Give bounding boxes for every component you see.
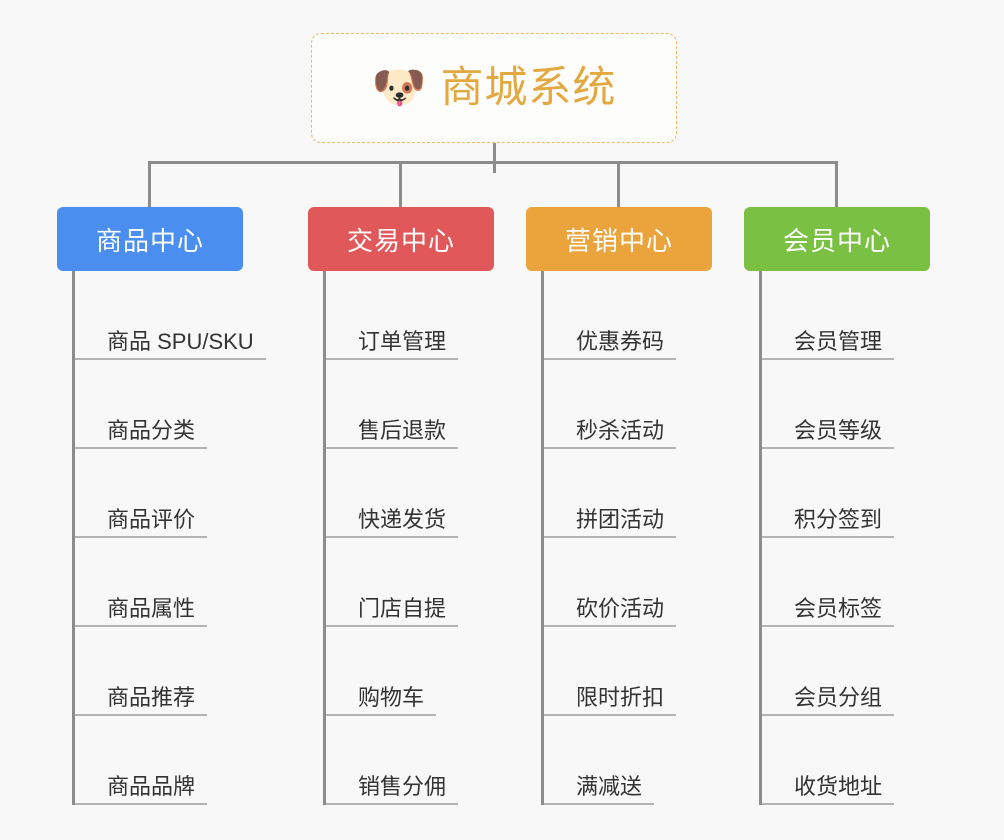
leaf-item[interactable]: 收货地址 — [762, 716, 963, 805]
root-node[interactable]: 🐶 商城系统 — [311, 33, 677, 143]
leaf-item[interactable]: 购物车 — [326, 627, 527, 716]
category-header-marketing-center[interactable]: 营销中心 — [526, 207, 712, 271]
leaf-label: 限时折扣 — [576, 684, 665, 710]
leaf-label: 积分签到 — [794, 506, 883, 532]
leaf-list-member-center: 会员管理 会员等级 积分签到 会员标签 会员分组 收货地址 — [759, 271, 963, 805]
leaf-underline — [326, 358, 458, 360]
leaf-item[interactable]: 商品品牌 — [75, 716, 309, 805]
leaf-item[interactable]: 限时折扣 — [544, 627, 745, 716]
connector-horizontal-bar — [148, 161, 838, 164]
leaf-item[interactable]: 会员标签 — [762, 538, 963, 627]
leaf-label: 会员分组 — [794, 684, 883, 710]
leaf-underline — [762, 714, 894, 716]
leaf-list-product-center: 商品 SPU/SKU 商品分类 商品评价 商品属性 商品推荐 商品品牌 — [72, 271, 309, 805]
leaf-label: 会员管理 — [794, 328, 883, 354]
leaf-item[interactable]: 商品属性 — [75, 538, 309, 627]
connector-drop-marketing-center — [617, 161, 620, 207]
leaf-underline — [762, 358, 894, 360]
leaf-label: 砍价活动 — [576, 595, 665, 621]
leaf-label: 快递发货 — [358, 506, 447, 532]
leaf-item[interactable]: 商品 SPU/SKU — [75, 271, 309, 360]
leaf-label: 售后退款 — [358, 417, 447, 443]
connector-drop-member-center — [835, 161, 838, 207]
leaf-item[interactable]: 商品推荐 — [75, 627, 309, 716]
leaf-underline — [75, 625, 207, 627]
leaf-underline — [326, 803, 458, 805]
leaf-item[interactable]: 商品评价 — [75, 449, 309, 538]
leaf-underline — [762, 625, 894, 627]
leaf-label: 收货地址 — [794, 773, 883, 799]
leaf-underline — [75, 536, 207, 538]
leaf-underline — [544, 625, 676, 627]
leaf-underline — [544, 803, 654, 805]
leaf-item[interactable]: 积分签到 — [762, 449, 963, 538]
leaf-underline — [762, 447, 894, 449]
shiba-dog-icon: 🐶 — [371, 63, 427, 112]
leaf-underline — [75, 714, 207, 716]
leaf-underline — [762, 536, 894, 538]
leaf-item[interactable]: 订单管理 — [326, 271, 527, 360]
leaf-label: 会员等级 — [794, 417, 883, 443]
connector-root-stem — [493, 143, 496, 173]
leaf-underline — [326, 714, 436, 716]
leaf-underline — [544, 536, 676, 538]
leaf-underline — [75, 447, 207, 449]
leaf-underline — [326, 447, 458, 449]
leaf-item[interactable]: 会员分组 — [762, 627, 963, 716]
leaf-underline — [75, 358, 266, 360]
category-header-product-center[interactable]: 商品中心 — [57, 207, 243, 271]
leaf-item[interactable]: 会员管理 — [762, 271, 963, 360]
leaf-item[interactable]: 满减送 — [544, 716, 745, 805]
leaf-label: 会员标签 — [794, 595, 883, 621]
branch-marketing-center: 营销中心 优惠券码 秒杀活动 拼团活动 砍价活动 限时折扣 — [526, 207, 745, 805]
leaf-label: 优惠券码 — [576, 328, 665, 354]
leaf-underline — [75, 803, 207, 805]
leaf-underline — [326, 536, 458, 538]
leaf-label: 商品品牌 — [107, 773, 196, 799]
leaf-list-trade-center: 订单管理 售后退款 快递发货 门店自提 购物车 销售分佣 — [323, 271, 527, 805]
leaf-item[interactable]: 优惠券码 — [544, 271, 745, 360]
connector-drop-product-center — [148, 161, 151, 207]
leaf-item[interactable]: 销售分佣 — [326, 716, 527, 805]
leaf-list-marketing-center: 优惠券码 秒杀活动 拼团活动 砍价活动 限时折扣 满减送 — [541, 271, 745, 805]
leaf-underline — [762, 803, 894, 805]
leaf-label: 拼团活动 — [576, 506, 665, 532]
leaf-label: 秒杀活动 — [576, 417, 665, 443]
category-header-member-center[interactable]: 会员中心 — [744, 207, 930, 271]
leaf-underline — [544, 358, 676, 360]
leaf-item[interactable]: 秒杀活动 — [544, 360, 745, 449]
leaf-item[interactable]: 售后退款 — [326, 360, 527, 449]
root-node-title: 商城系统 — [440, 63, 617, 112]
leaf-label: 商品属性 — [107, 595, 196, 621]
leaf-label: 商品评价 — [107, 506, 196, 532]
branch-product-center: 商品中心 商品 SPU/SKU 商品分类 商品评价 商品属性 商品推荐 — [57, 207, 309, 805]
leaf-underline — [326, 625, 458, 627]
leaf-label: 销售分佣 — [358, 773, 447, 799]
leaf-item[interactable]: 商品分类 — [75, 360, 309, 449]
leaf-item[interactable]: 拼团活动 — [544, 449, 745, 538]
leaf-underline — [544, 447, 676, 449]
leaf-label: 满减送 — [576, 773, 643, 799]
leaf-label: 购物车 — [358, 684, 425, 710]
leaf-item[interactable]: 快递发货 — [326, 449, 527, 538]
branch-trade-center: 交易中心 订单管理 售后退款 快递发货 门店自提 购物车 — [308, 207, 527, 805]
leaf-item[interactable]: 门店自提 — [326, 538, 527, 627]
leaf-underline — [544, 714, 676, 716]
category-header-trade-center[interactable]: 交易中心 — [308, 207, 494, 271]
leaf-label: 订单管理 — [358, 328, 447, 354]
branch-member-center: 会员中心 会员管理 会员等级 积分签到 会员标签 会员分组 — [744, 207, 963, 805]
leaf-label: 商品推荐 — [107, 684, 196, 710]
leaf-label: 商品 SPU/SKU — [107, 328, 254, 354]
leaf-label: 商品分类 — [107, 417, 196, 443]
leaf-label: 门店自提 — [358, 595, 447, 621]
connector-drop-trade-center — [399, 161, 402, 207]
leaf-item[interactable]: 会员等级 — [762, 360, 963, 449]
leaf-item[interactable]: 砍价活动 — [544, 538, 745, 627]
